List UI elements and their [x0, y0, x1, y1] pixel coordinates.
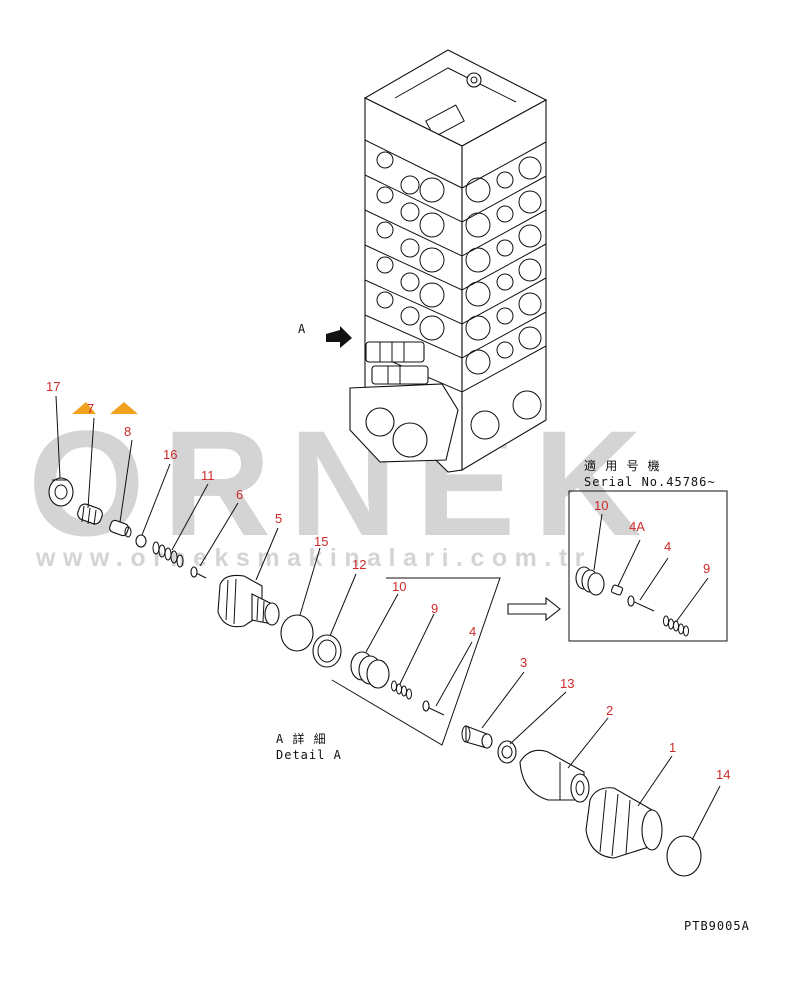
part-callouts: 17 7 8 16 11 6 5 15 12 10 9 4 3 13 2 1 1… [46, 379, 730, 782]
part-5-valve-body [217, 574, 280, 628]
inset-part-4a [610, 584, 624, 596]
part-16-o-ring [135, 534, 147, 548]
watermark-accent-right [110, 402, 138, 414]
view-a-indicator: A [298, 322, 352, 348]
part-14-cover [666, 835, 702, 877]
part-10-detail-a [350, 651, 390, 689]
inset-callout-4a: 4A [629, 519, 645, 534]
callout-10: 10 [392, 579, 406, 594]
spool-at-view-a [365, 341, 429, 385]
callout-14: 14 [716, 767, 730, 782]
detail-a-frame [331, 577, 501, 746]
callout-8: 8 [124, 424, 131, 439]
serial-note-jp: 適 用 号 機 [584, 458, 661, 473]
part-15-o-ring [280, 614, 314, 652]
part-3-poppet [461, 725, 493, 749]
part-8-plug [109, 519, 132, 538]
part-11-spring [152, 541, 184, 568]
exploded-parts [48, 477, 702, 877]
callout-11: 11 [201, 468, 215, 483]
drawing-code: PTB9005A [684, 919, 750, 933]
callout-17: 17 [46, 379, 60, 394]
watermark-brand: ORNEK [28, 399, 660, 567]
view-a-arrow [326, 326, 352, 348]
valve-section-lines [364, 139, 547, 393]
part-9-detail-a [391, 680, 412, 700]
inset-part-10 [575, 566, 605, 596]
inset-part-4 [627, 595, 655, 612]
inset-frame [568, 490, 728, 642]
callout-5: 5 [275, 511, 282, 526]
inset-callout-10: 10 [594, 498, 608, 513]
part-4-detail-a [422, 700, 445, 716]
serial-inset: 適 用 号 機 Serial No.45786~ 10 4A 4 9 [568, 458, 728, 642]
watermark: ORNEK www.orneksmakinalari.com.tr [28, 399, 660, 572]
callout-6: 6 [236, 487, 243, 502]
view-a-label: A [298, 322, 306, 336]
serial-note-en: Serial No.45786~ [584, 475, 716, 489]
callout-15: 15 [314, 534, 328, 549]
valve-ports-left [376, 151, 445, 341]
inset-callout-9: 9 [703, 561, 710, 576]
part-17-nut [48, 477, 74, 507]
callout-13: 13 [560, 676, 574, 691]
callout-7: 7 [87, 401, 94, 416]
callout-leaders [55, 395, 721, 841]
inset-arrow [507, 596, 561, 622]
part-12-backup-ring [312, 634, 342, 668]
callout-16: 16 [163, 447, 177, 462]
callout-4: 4 [469, 624, 476, 639]
callout-1: 1 [669, 740, 676, 755]
part-6-pin [190, 566, 207, 579]
inset-callout-4: 4 [664, 539, 671, 554]
part-2-sleeve [519, 749, 590, 803]
part-7-screw [77, 503, 103, 526]
part-13-ring [497, 740, 517, 764]
callout-12: 12 [352, 557, 366, 572]
valve-ports-right [465, 156, 542, 440]
watermark-accent-left [72, 402, 96, 414]
callout-9: 9 [431, 601, 438, 616]
watermark-url: www.orneksmakinalari.com.tr [35, 544, 592, 572]
control-valve-assembly [349, 49, 548, 473]
detail-a-jp: A 詳 細 [276, 731, 327, 746]
inset-part-9 [663, 615, 689, 637]
callout-3: 3 [520, 655, 527, 670]
callout-2: 2 [606, 703, 613, 718]
detail-a-caption: A 詳 細 Detail A [276, 731, 342, 762]
part-1-cap [585, 787, 663, 859]
detail-a-en: Detail A [276, 748, 342, 762]
